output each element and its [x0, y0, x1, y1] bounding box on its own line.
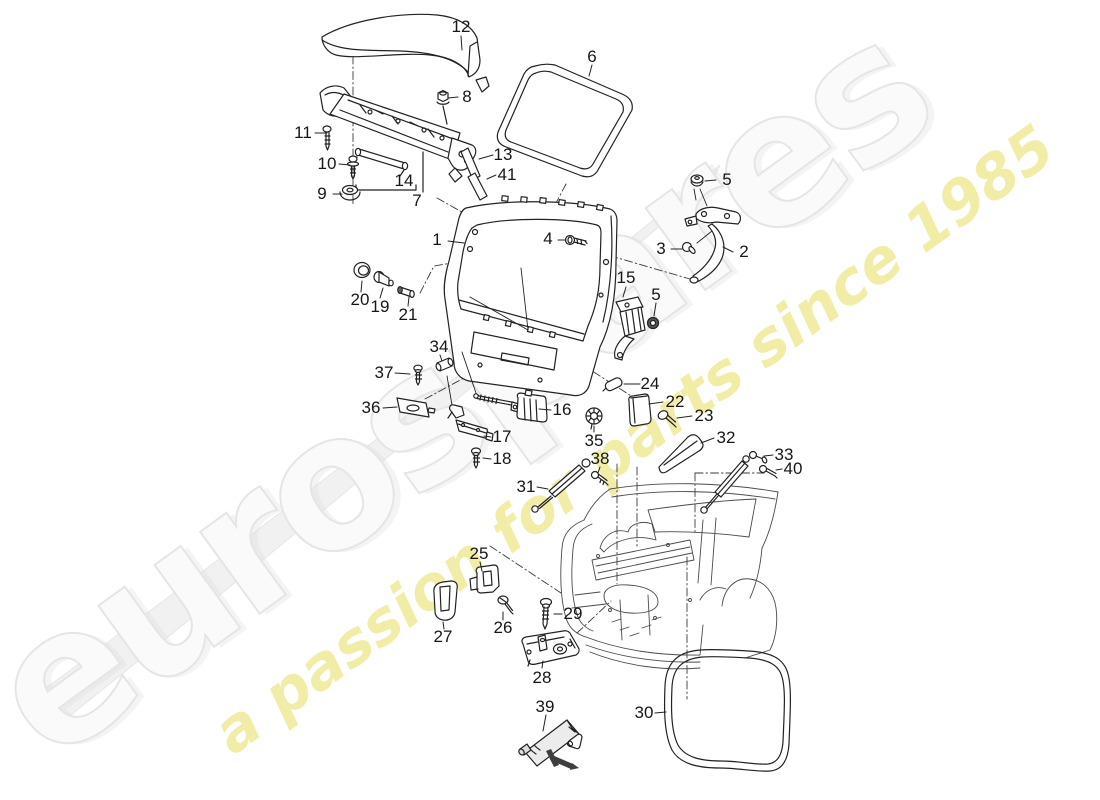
callout-6[interactable]: 6 — [587, 47, 597, 66]
spoiler-part — [321, 13, 490, 93]
callout-7[interactable]: 7 — [412, 191, 422, 210]
callout-40[interactable]: 40 — [783, 459, 803, 478]
callout-5[interactable]: 5 — [651, 285, 661, 304]
callout-13[interactable]: 13 — [493, 145, 513, 164]
callout-26[interactable]: 26 — [493, 618, 513, 637]
callout-28[interactable]: 28 — [532, 668, 552, 687]
hinge-assembly-part — [681, 174, 742, 284]
callout-5[interactable]: 5 — [722, 170, 732, 189]
callout-34[interactable]: 34 — [429, 337, 449, 356]
plug-parts — [353, 261, 415, 299]
callout-23[interactable]: 23 — [694, 406, 714, 425]
callout-21[interactable]: 21 — [398, 305, 418, 324]
callout-31[interactable]: 31 — [516, 477, 536, 496]
callout-19[interactable]: 19 — [370, 297, 390, 316]
callout-29[interactable]: 29 — [563, 604, 583, 623]
window-seal-part — [496, 63, 633, 178]
lower-hinge-parts — [433, 564, 514, 621]
callout-36[interactable]: 36 — [361, 398, 381, 417]
strut-mount-parts — [658, 434, 778, 514]
gas-strut-part — [531, 458, 591, 513]
tailgate-part — [443, 195, 618, 412]
callout-30[interactable]: 30 — [634, 703, 654, 722]
callout-27[interactable]: 27 — [433, 627, 453, 646]
leader-lines — [314, 35, 783, 732]
lower-hardware-parts — [396, 357, 609, 486]
striker-parts — [521, 597, 580, 667]
callout-22[interactable]: 22 — [665, 392, 685, 411]
buffer-parts — [602, 377, 677, 428]
frame-assembly-part — [319, 85, 488, 201]
sealant-tube-parts — [518, 719, 583, 770]
callout-35[interactable]: 35 — [584, 431, 604, 450]
callout-18[interactable]: 18 — [492, 449, 512, 468]
car-body-drawing — [560, 483, 779, 670]
callout-10[interactable]: 10 — [317, 154, 337, 173]
callout-16[interactable]: 16 — [552, 400, 572, 419]
callout-2[interactable]: 2 — [739, 242, 749, 261]
callout-33[interactable]: 33 — [774, 445, 794, 464]
tailgate-holes — [466, 195, 610, 383]
callout-24[interactable]: 24 — [640, 374, 660, 393]
callout-17[interactable]: 17 — [492, 427, 512, 446]
callout-37[interactable]: 37 — [374, 363, 394, 382]
callout-32[interactable]: 32 — [716, 428, 736, 447]
callout-15[interactable]: 15 — [616, 268, 636, 287]
callout-8[interactable]: 8 — [462, 87, 472, 106]
callout-25[interactable]: 25 — [469, 544, 489, 563]
callout-20[interactable]: 20 — [350, 290, 370, 309]
callout-39[interactable]: 39 — [535, 697, 555, 716]
callout-38[interactable]: 38 — [590, 449, 610, 468]
callout-9[interactable]: 9 — [317, 184, 327, 203]
screw-4-part — [564, 234, 588, 246]
hatch-seal-part — [663, 648, 791, 772]
callout-41[interactable]: 41 — [497, 165, 517, 184]
frame-fasteners — [322, 89, 450, 201]
callout-4[interactable]: 4 — [543, 229, 553, 248]
callout-1[interactable]: 1 — [432, 230, 442, 249]
callout-3[interactable]: 3 — [656, 239, 666, 258]
latch-assembly-part — [613, 296, 660, 361]
callout-12[interactable]: 12 — [451, 17, 471, 36]
callout-11[interactable]: 11 — [294, 123, 312, 142]
callout-14[interactable]: 14 — [394, 171, 414, 190]
